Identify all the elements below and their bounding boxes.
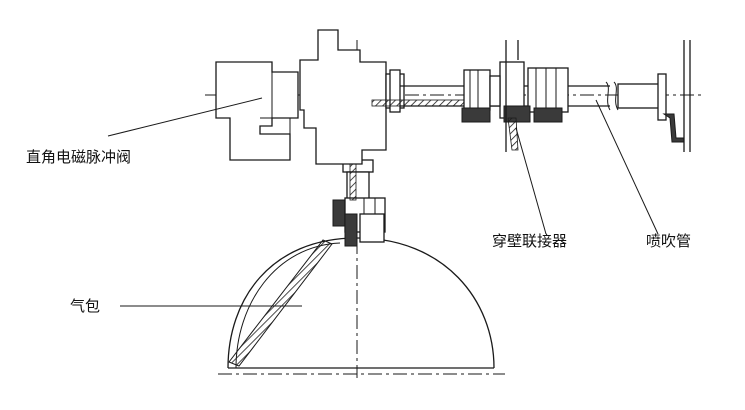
valve-outlet-connector — [332, 159, 386, 247]
bulkhead-connector — [461, 40, 569, 152]
label-valve: 直角电磁脉冲阀 — [26, 148, 132, 166]
label-bulkhead: 穿壁联接器 — [492, 232, 568, 250]
blowpipe — [371, 40, 691, 152]
pulse-valve-body — [215, 29, 405, 165]
label-airbag: 气包 — [70, 297, 101, 315]
label-blowpipe: 喷吹管 — [646, 232, 692, 250]
leader-lines — [107, 97, 659, 307]
airbag-dome — [227, 237, 495, 369]
